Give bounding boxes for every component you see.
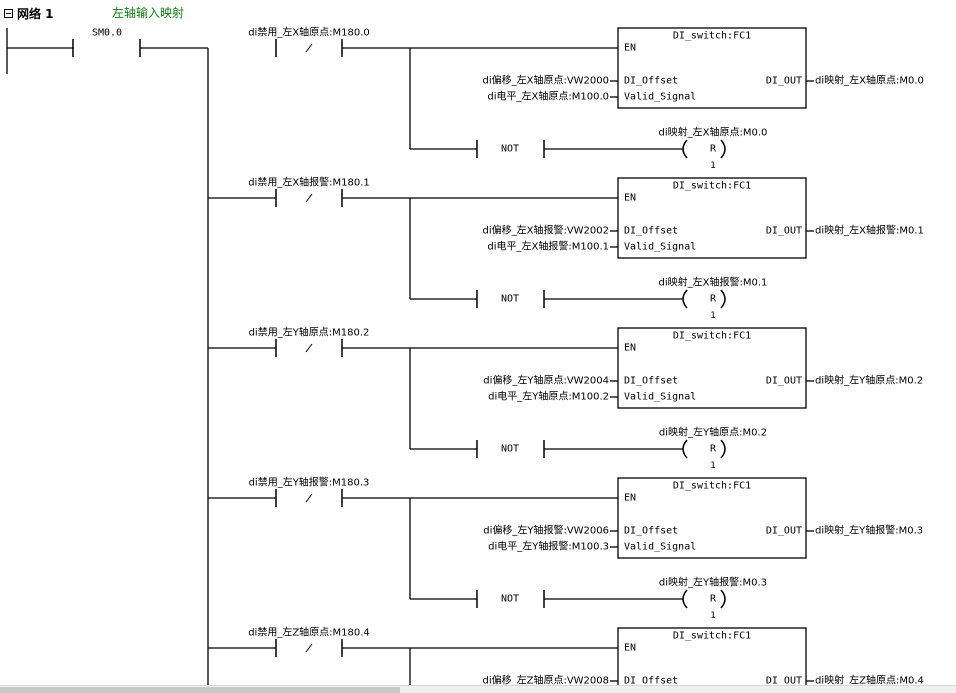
- function-block-di-switch[interactable]: [617, 477, 807, 559]
- pin-di-offset-label: DI_Offset: [624, 376, 678, 387]
- function-block-title: DI_switch:FC1: [673, 331, 751, 342]
- pin-valid-signal-label: Valid_Signal: [624, 392, 696, 403]
- pin-valid-signal-label: Valid_Signal: [624, 92, 696, 103]
- output-label[interactable]: di映射_左X轴报警:M0.1: [815, 224, 924, 237]
- reset-coil-symbol: R: [710, 444, 717, 455]
- function-block-title: DI_switch:FC1: [673, 31, 751, 42]
- reset-coil-label[interactable]: di映射_左X轴原点:M0.0: [659, 126, 768, 139]
- pin-di-offset-label: DI_Offset: [624, 226, 678, 237]
- scrollbar-thumb[interactable]: [0, 687, 400, 693]
- network-title: 网络 1: [17, 6, 54, 21]
- horizontal-scrollbar[interactable]: [0, 685, 956, 693]
- offset-input-label[interactable]: di偏移_左X轴原点:VW2000: [482, 74, 609, 87]
- pin-en-label: EN: [624, 343, 636, 354]
- reset-coil-label[interactable]: di映射_左X轴报警:M0.1: [659, 276, 768, 289]
- contact-sm0-0-label: SM0.0: [92, 28, 122, 39]
- offset-input-label[interactable]: di偏移_左Z轴原点:VW2008: [482, 674, 609, 687]
- disable-contact[interactable]: [275, 639, 343, 657]
- pin-valid-signal-label: Valid_Signal: [624, 242, 696, 253]
- output-label[interactable]: di映射_左Y轴原点:M0.2: [815, 374, 923, 387]
- reset-coil-right-arc: [720, 589, 726, 609]
- reset-coil-left-arc: [682, 289, 688, 309]
- reset-coil-symbol: R: [710, 294, 717, 305]
- function-block-title: DI_switch:FC1: [673, 181, 751, 192]
- not-label: NOT: [501, 594, 519, 605]
- pin-di-out-label: DI_OUT: [766, 526, 802, 537]
- pin-en-label: EN: [624, 643, 636, 654]
- pin-di-out-label: DI_OUT: [766, 226, 802, 237]
- offset-input-label[interactable]: di偏移_左Y轴报警:VW2006: [483, 524, 609, 537]
- disable-contact[interactable]: [275, 189, 343, 207]
- reset-coil-count: 1: [710, 311, 715, 321]
- pin-valid-signal-label: Valid_Signal: [624, 542, 696, 553]
- pin-di-offset-label: DI_Offset: [624, 676, 678, 687]
- reset-coil-count: 1: [710, 161, 715, 171]
- reset-coil-count: 1: [710, 611, 715, 621]
- not-label: NOT: [501, 144, 519, 155]
- level-input-label[interactable]: di电平_左Y轴报警:M100.3: [488, 540, 609, 553]
- pin-en-label: EN: [624, 193, 636, 204]
- not-label: NOT: [501, 294, 519, 305]
- level-input-label[interactable]: di电平_左Y轴原点:M100.2: [488, 390, 609, 403]
- level-input-label[interactable]: di电平_左X轴报警:M100.1: [487, 240, 609, 253]
- disable-contact[interactable]: [275, 39, 343, 57]
- reset-coil-left-arc: [682, 589, 688, 609]
- reset-coil-right-arc: [720, 139, 726, 159]
- pin-di-out-label: DI_OUT: [766, 376, 802, 387]
- function-block-title: DI_switch:FC1: [673, 631, 751, 642]
- reset-coil-left-arc: [682, 439, 688, 459]
- output-label[interactable]: di映射_左Z轴原点:M0.4: [815, 674, 924, 687]
- function-block-di-switch[interactable]: [617, 327, 807, 409]
- pin-di-out-label: DI_OUT: [766, 676, 802, 687]
- network-header[interactable]: 网络 1: [4, 4, 54, 22]
- reset-coil-label[interactable]: di映射_左Y轴原点:M0.2: [659, 426, 767, 439]
- disable-contact[interactable]: [275, 489, 343, 507]
- offset-input-label[interactable]: di偏移_左Y轴原点:VW2004: [483, 374, 609, 387]
- reset-coil-right-arc: [720, 289, 726, 309]
- reset-coil-label[interactable]: di映射_左Y轴报警:M0.3: [659, 576, 767, 589]
- disable-contact-label: di禁用_左X轴原点:M180.0: [248, 26, 370, 39]
- disable-contact-label: di禁用_左Y轴原点:M180.2: [249, 326, 370, 339]
- reset-coil-left-arc: [682, 139, 688, 159]
- function-block-di-switch[interactable]: [617, 27, 807, 109]
- pin-di-offset-label: DI_Offset: [624, 526, 678, 537]
- pin-di-out-label: DI_OUT: [766, 76, 802, 87]
- reset-coil-count: 1: [710, 461, 715, 471]
- disable-contact-label: di禁用_左Y轴报警:M180.3: [249, 476, 370, 489]
- pin-en-label: EN: [624, 493, 636, 504]
- output-label[interactable]: di映射_左X轴原点:M0.0: [815, 74, 924, 87]
- contact-sm0-0[interactable]: [72, 39, 141, 57]
- level-input-label[interactable]: di电平_左X轴原点:M100.0: [487, 90, 609, 103]
- reset-coil-symbol: R: [710, 594, 717, 605]
- function-block-title: DI_switch:FC1: [673, 481, 751, 492]
- pin-en-label: EN: [624, 43, 636, 54]
- pin-di-offset-label: DI_Offset: [624, 76, 678, 87]
- reset-coil-right-arc: [720, 439, 726, 459]
- output-label[interactable]: di映射_左Y轴报警:M0.3: [815, 524, 923, 537]
- network-comment[interactable]: 左轴输入映射: [112, 6, 185, 20]
- collapse-toggle-icon[interactable]: [4, 8, 13, 18]
- offset-input-label[interactable]: di偏移_左X轴报警:VW2002: [482, 224, 609, 237]
- disable-contact[interactable]: [275, 339, 343, 357]
- reset-coil-symbol: R: [710, 144, 717, 155]
- disable-contact-label: di禁用_左Z轴原点:M180.4: [248, 626, 370, 639]
- not-label: NOT: [501, 444, 519, 455]
- function-block-di-switch[interactable]: [617, 177, 807, 259]
- function-block-di-switch[interactable]: [617, 627, 807, 686]
- disable-contact-label: di禁用_左X轴报警:M180.1: [248, 176, 370, 189]
